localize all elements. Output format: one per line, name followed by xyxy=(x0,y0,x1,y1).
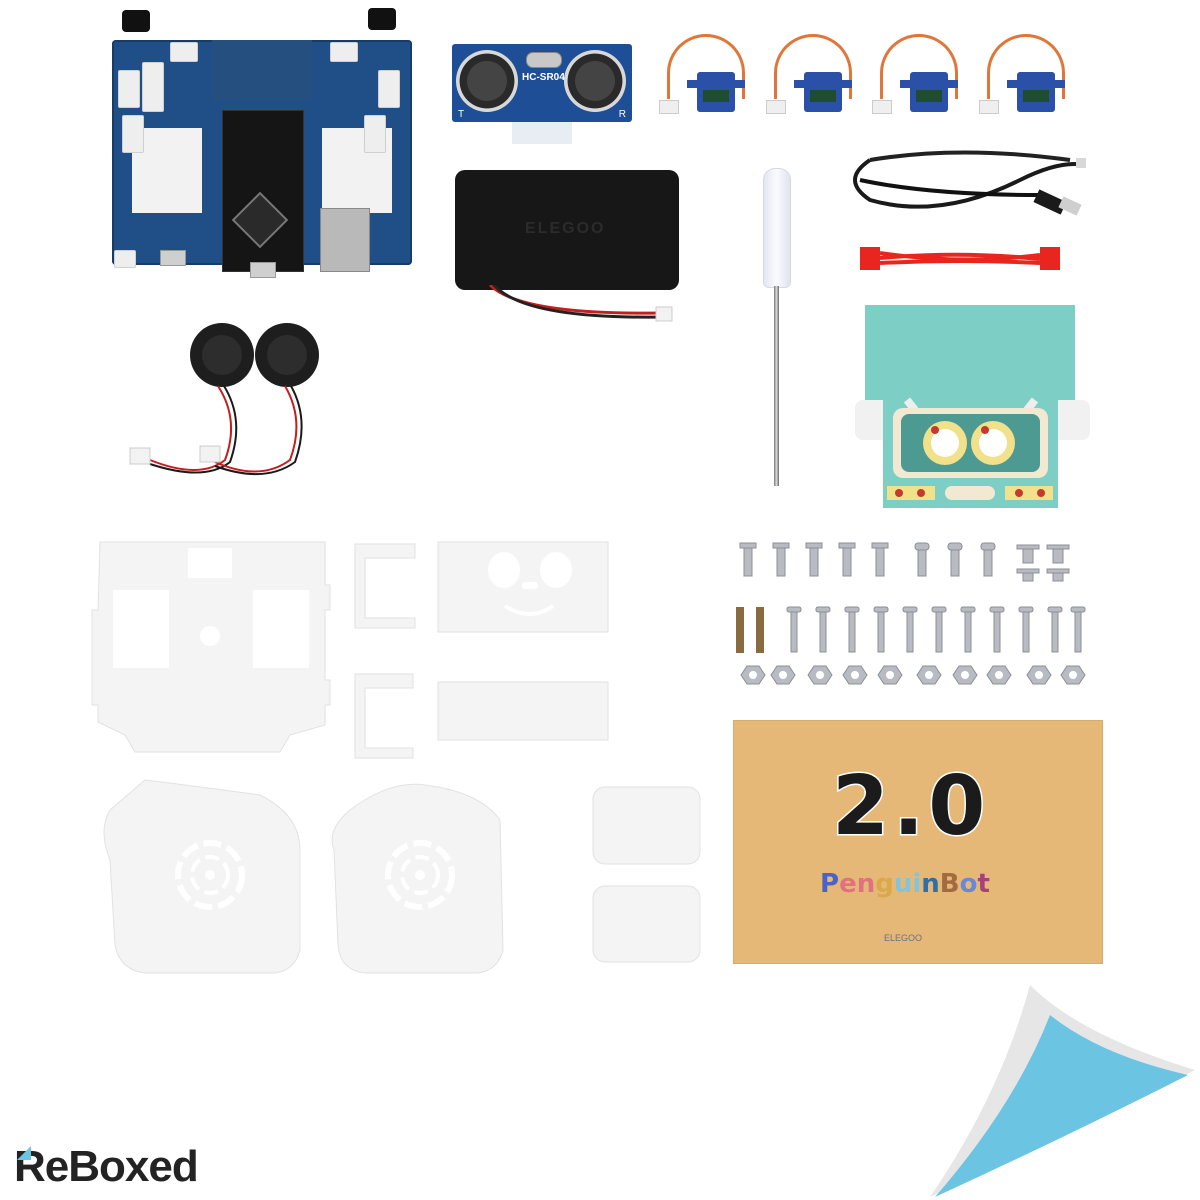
logo-corner-icon xyxy=(17,1146,31,1160)
red-ribbon-cable xyxy=(860,247,1060,270)
ir-sensor-right xyxy=(368,8,396,30)
ultrasonic-sensor: HC-SR04 T R xyxy=(452,44,632,122)
screwdriver-shaft xyxy=(774,286,779,486)
manual-booklet: 2.0 PenguinBot ELEGOO xyxy=(733,720,1103,964)
battery-wire xyxy=(488,285,673,322)
copper-pillar xyxy=(736,607,744,653)
screws-and-nuts xyxy=(736,542,1086,685)
servo-motor xyxy=(868,30,968,120)
self-tapping-screw xyxy=(739,542,757,577)
ir-sensor-left xyxy=(122,10,150,32)
manual-version: 2.0 xyxy=(830,758,990,856)
acrylic-panels xyxy=(91,541,701,974)
battery-brand: ELEGOO xyxy=(525,220,606,237)
manual-brand: ELEGOO xyxy=(884,933,923,943)
sensor-pins xyxy=(512,122,572,144)
speakers xyxy=(129,323,319,475)
page-curl-icon xyxy=(930,985,1195,1197)
servo-motor xyxy=(655,30,755,120)
screwdriver-handle xyxy=(763,168,791,288)
manual-title: PenguinBot xyxy=(820,869,990,899)
sensor-model-label: HC-SR04 xyxy=(522,72,565,83)
robot-face-cardboard xyxy=(855,305,1090,508)
reboxed-logo: ReBoxed xyxy=(14,1142,199,1191)
battery-pack: ELEGOO xyxy=(455,170,679,290)
control-board xyxy=(112,40,412,278)
arduino-nano xyxy=(222,110,304,272)
servo-motor xyxy=(762,30,862,120)
usb-cable xyxy=(853,150,1086,216)
servo-motor xyxy=(975,30,1075,120)
copper-pillar xyxy=(756,607,764,653)
